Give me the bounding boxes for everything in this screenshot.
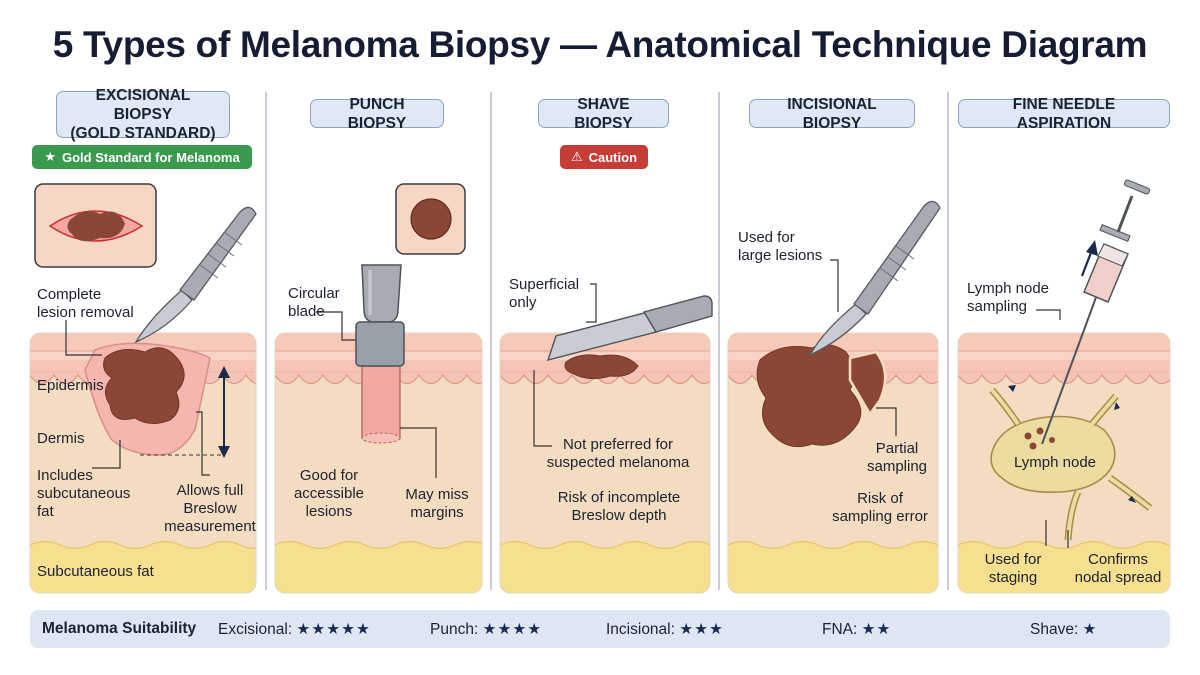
incisional-title: INCISIONAL BIOPSY bbox=[749, 99, 915, 128]
label-line: Risk of incomplete bbox=[546, 489, 692, 507]
label-line: margins bbox=[396, 504, 478, 522]
label-used-for-staging: Used for staging bbox=[974, 551, 1052, 587]
label-line: large lesions bbox=[738, 247, 822, 265]
label-line: measurement bbox=[162, 518, 258, 536]
label-line: nodal spread bbox=[1068, 569, 1168, 587]
star-rating: ★★★★★ bbox=[296, 621, 370, 638]
label-epidermis: Epidermis bbox=[37, 377, 104, 395]
fna-title: FINE NEEDLE ASPIRATION bbox=[958, 99, 1170, 128]
suitability-bar bbox=[30, 610, 1170, 648]
excisional-title-line1: EXCISIONAL BIOPSY bbox=[65, 86, 221, 124]
label-line: Superficial bbox=[509, 276, 579, 294]
label-line: accessible bbox=[283, 485, 375, 503]
label-lymph-node: Lymph node bbox=[1014, 454, 1096, 472]
label-partial-sampling: Partial sampling bbox=[858, 440, 936, 476]
caution-badge: ⚠ Caution bbox=[560, 145, 648, 169]
label-line: lesions bbox=[283, 503, 375, 521]
star-rating: ★★★ bbox=[679, 621, 724, 638]
melanoma-lesion bbox=[104, 348, 185, 424]
label-line: Breslow bbox=[162, 500, 258, 518]
label-line: fat bbox=[37, 503, 130, 521]
label-line: sampling bbox=[858, 458, 936, 476]
punch-title: PUNCH BIOPSY bbox=[310, 99, 444, 128]
label-breslow: Allows full Breslow measurement bbox=[162, 482, 258, 536]
shave-title: SHAVE BIOPSY bbox=[538, 99, 669, 128]
label-miss-margins: May miss margins bbox=[396, 486, 478, 522]
star-rating: ★★★★ bbox=[483, 621, 543, 638]
label-line: Includes bbox=[37, 467, 130, 485]
label-line: Good for bbox=[283, 467, 375, 485]
excisional-title-line2: (GOLD STANDARD) bbox=[70, 124, 215, 143]
label-line: blade bbox=[288, 303, 340, 321]
label-line: Used for bbox=[974, 551, 1052, 569]
aspiration-arrow bbox=[1082, 250, 1092, 276]
label-sampling-error: Risk of sampling error bbox=[820, 490, 940, 526]
label-dermis: Dermis bbox=[37, 430, 85, 448]
label-includes-fat: Includes subcutaneous fat bbox=[37, 467, 130, 521]
label-line: only bbox=[509, 294, 579, 312]
rating-label: FNA: bbox=[822, 621, 857, 638]
caution-badge-text: Caution bbox=[589, 150, 637, 165]
excisional-skin-cross-section bbox=[30, 333, 270, 593]
label-line: suspected melanoma bbox=[538, 454, 698, 472]
scalpel-icon bbox=[810, 201, 940, 355]
label-line: May miss bbox=[396, 486, 478, 504]
label-accessible-lesions: Good for accessible lesions bbox=[283, 467, 375, 521]
label-complete-removal: Complete lesion removal bbox=[37, 286, 134, 322]
label-not-preferred: Not preferred for suspected melanoma bbox=[538, 436, 698, 472]
label-lymph-node-sampling: Lymph node sampling bbox=[967, 280, 1049, 316]
rating-label: Punch: bbox=[430, 621, 478, 638]
warning-icon: ⚠ bbox=[571, 149, 583, 165]
punch-core bbox=[362, 366, 400, 438]
gold-standard-badge: ★ Gold Standard for Melanoma bbox=[32, 145, 252, 169]
rating-fna: FNA: ★★ bbox=[822, 620, 891, 639]
rating-excisional: Excisional: ★★★★★ bbox=[218, 620, 371, 639]
punch-skin-cross-section bbox=[275, 333, 515, 593]
label-line: Risk of bbox=[820, 490, 940, 508]
label-line: lesion removal bbox=[37, 304, 134, 322]
star-rating: ★★ bbox=[862, 621, 892, 638]
label-line: Used for bbox=[738, 229, 822, 247]
shave-lesion bbox=[565, 355, 638, 379]
label-line: staging bbox=[974, 569, 1052, 587]
label-line: Circular bbox=[288, 285, 340, 303]
label-confirms-nodal-spread: Confirms nodal spread bbox=[1068, 551, 1168, 587]
label-line: sampling bbox=[967, 298, 1049, 316]
star-icon: ★ bbox=[44, 149, 56, 165]
label-line: Breslow depth bbox=[546, 507, 692, 525]
label-large-lesions: Used for large lesions bbox=[738, 229, 822, 265]
large-lesion bbox=[757, 345, 861, 447]
label-risk-breslow: Risk of incomplete Breslow depth bbox=[546, 489, 692, 525]
suitability-heading: Melanoma Suitability bbox=[42, 620, 196, 638]
label-line: Partial bbox=[858, 440, 936, 458]
label-line: Lymph node bbox=[967, 280, 1049, 298]
star-rating: ★ bbox=[1083, 621, 1098, 638]
gold-standard-badge-text: Gold Standard for Melanoma bbox=[62, 150, 240, 165]
rating-shave: Shave: ★ bbox=[1030, 620, 1097, 639]
label-subcutaneous-fat: Subcutaneous fat bbox=[37, 563, 154, 581]
label-line: Allows full bbox=[162, 482, 258, 500]
rating-label: Incisional: bbox=[606, 621, 675, 638]
label-circular-blade: Circular blade bbox=[288, 285, 340, 321]
label-line: subcutaneous bbox=[37, 485, 130, 503]
rating-label: Shave: bbox=[1030, 621, 1078, 638]
rating-incisional: Incisional: ★★★ bbox=[606, 620, 724, 639]
punch-tool-icon bbox=[356, 265, 404, 366]
label-line: sampling error bbox=[820, 508, 940, 526]
label-line: Complete bbox=[37, 286, 134, 304]
label-line: Not preferred for bbox=[538, 436, 698, 454]
excisional-title: EXCISIONAL BIOPSY (GOLD STANDARD) bbox=[56, 91, 230, 138]
label-line: Confirms bbox=[1068, 551, 1168, 569]
rating-label: Excisional: bbox=[218, 621, 292, 638]
rating-punch: Punch: ★★★★ bbox=[430, 620, 542, 639]
label-superficial-only: Superficial only bbox=[509, 276, 579, 312]
